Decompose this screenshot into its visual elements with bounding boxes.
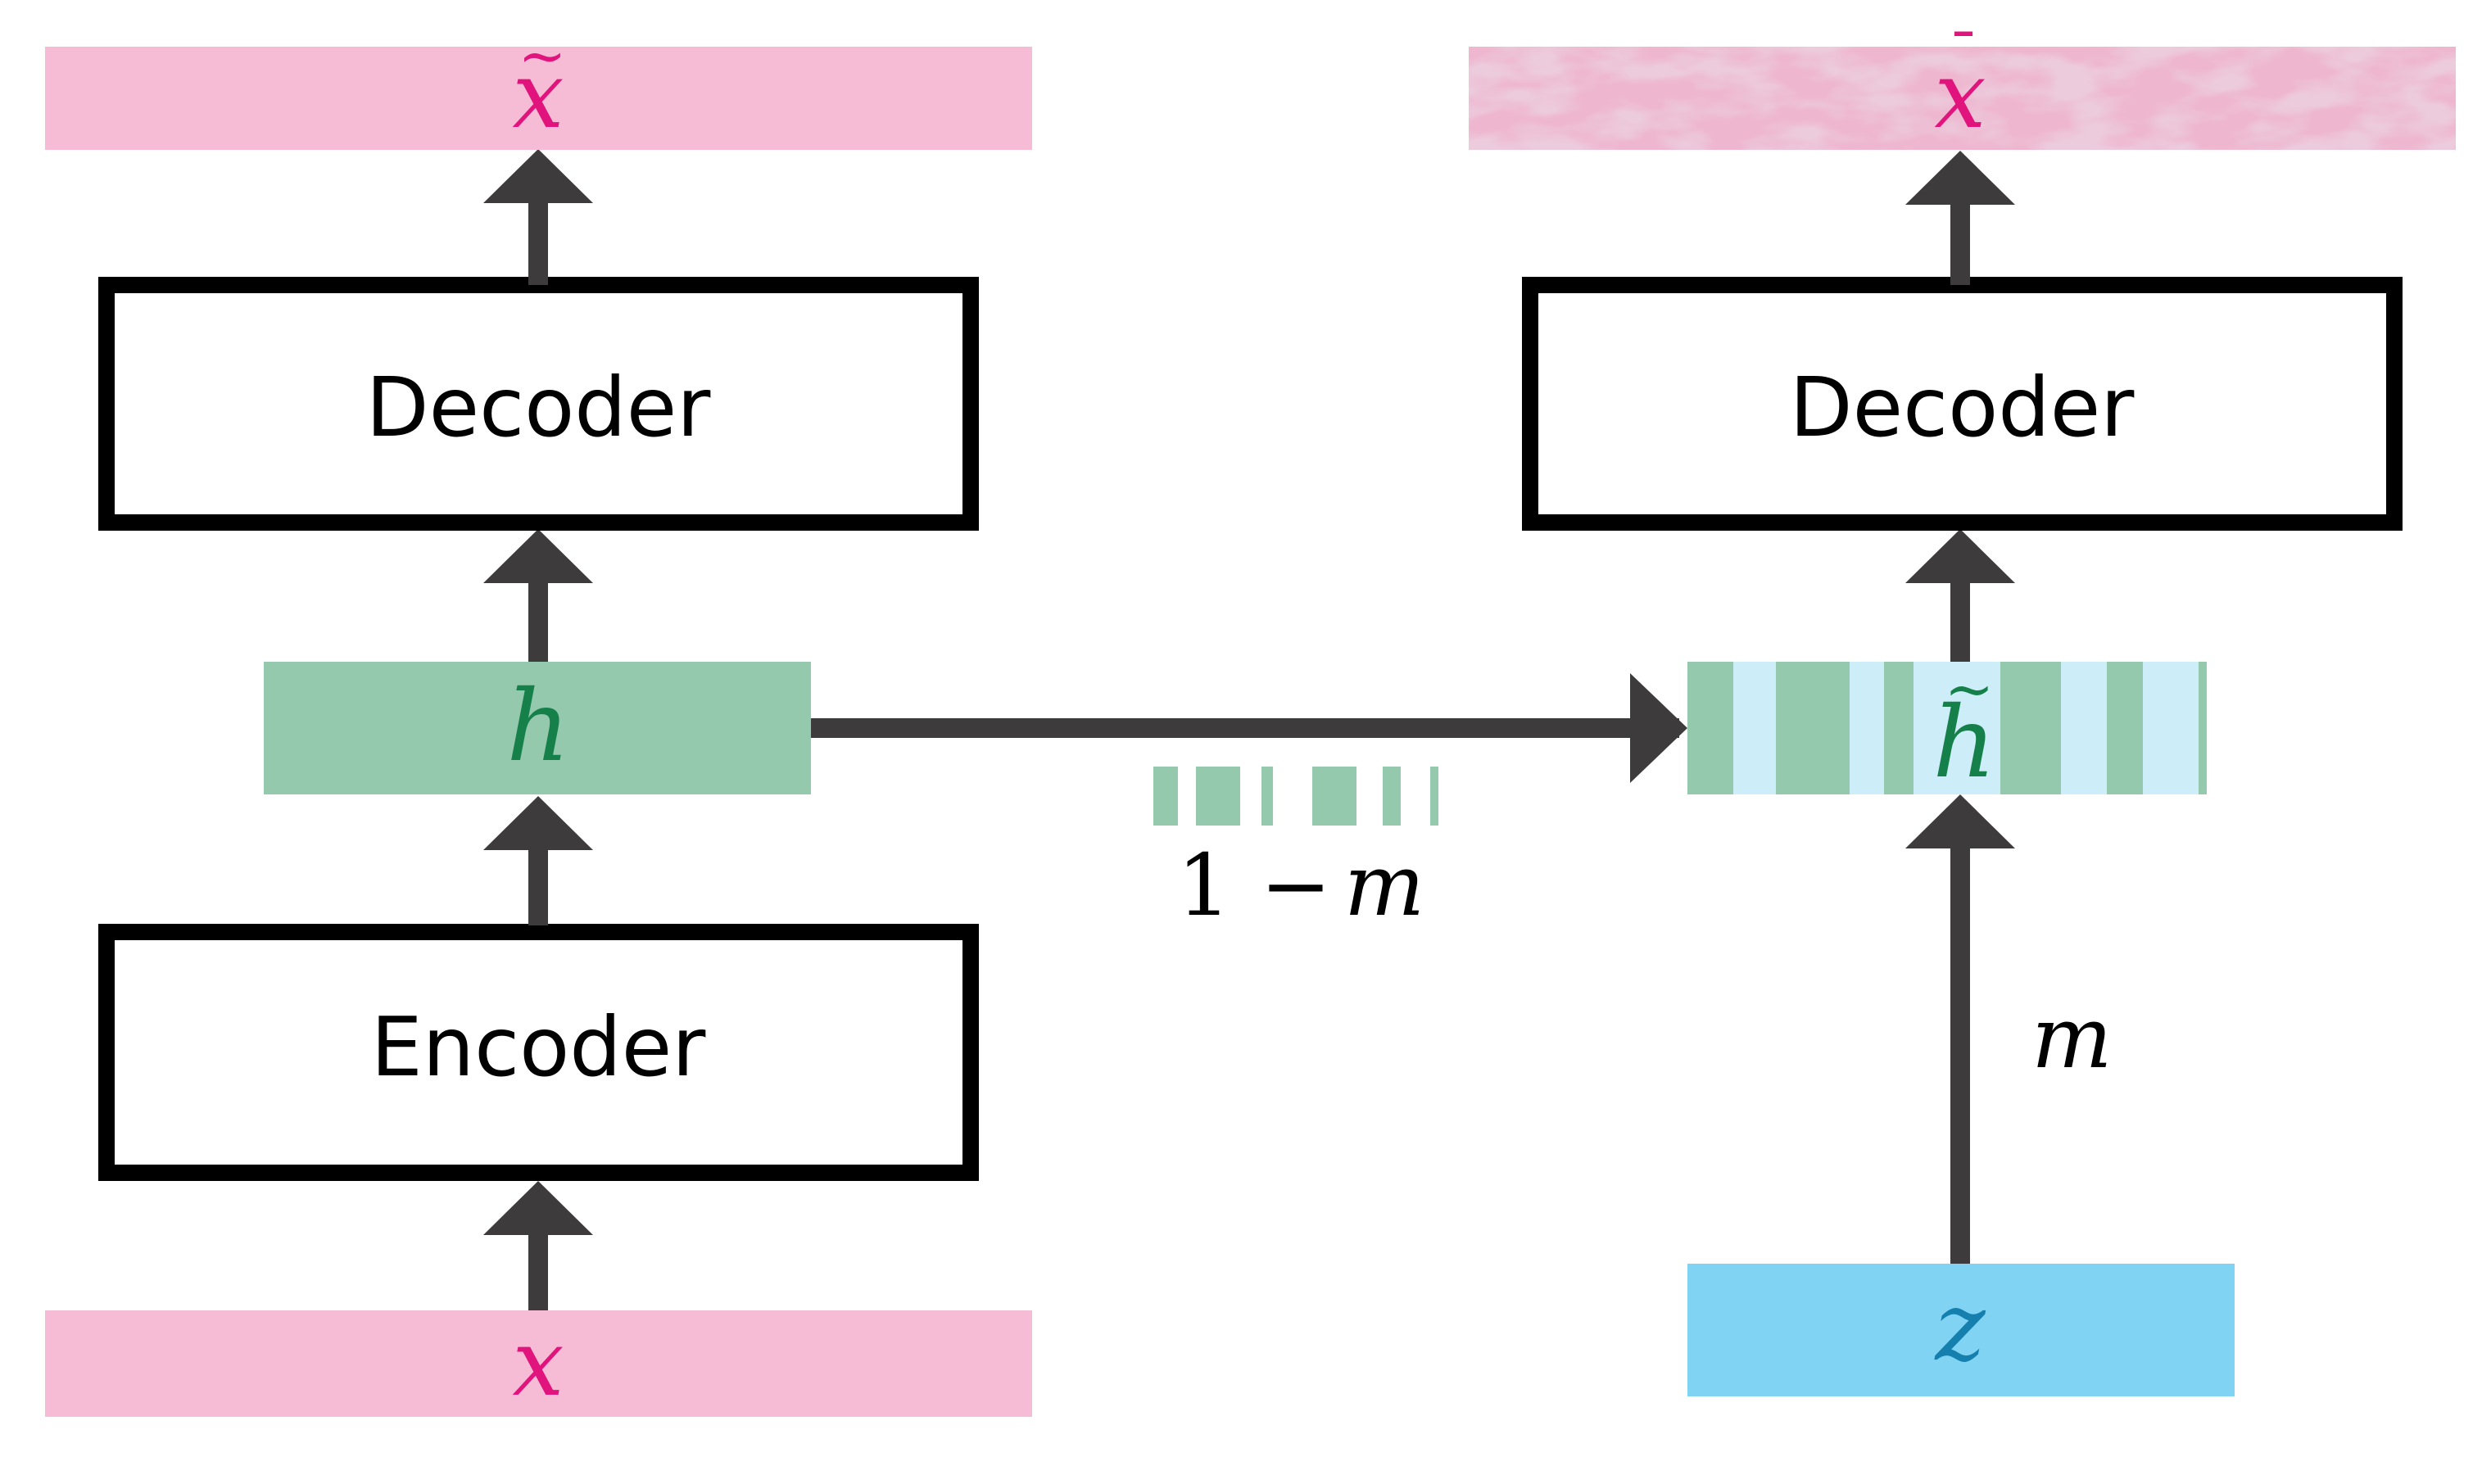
generated-label: x bbox=[1934, 43, 1986, 149]
mask-m: m bbox=[1344, 835, 1425, 935]
mask-minus: − bbox=[1260, 835, 1331, 935]
arrow-mixed-to-decoder bbox=[1905, 529, 2015, 662]
decoder-left-label: Decoder bbox=[366, 360, 712, 455]
generated-bar-accent: ¯ bbox=[1948, 20, 1979, 93]
mask-m-label: m bbox=[2031, 988, 2113, 1088]
mask-stripe bbox=[2107, 662, 2143, 794]
decoder-box-left: Decoder bbox=[98, 277, 979, 531]
complement-mask-label: 1 − m bbox=[1177, 835, 1424, 935]
arrow-latent-to-decoder bbox=[483, 529, 593, 662]
noise-z-bar: z bbox=[1687, 1264, 2235, 1396]
reconstruction-tilde: ~ bbox=[519, 22, 567, 89]
reconstruction-label: x bbox=[512, 43, 564, 149]
decoder-box-right: Decoder bbox=[1522, 277, 2403, 531]
mask-stripe bbox=[1776, 662, 1850, 794]
decoder-right-label: Decoder bbox=[1790, 360, 2135, 455]
mask-stripe bbox=[1687, 662, 1733, 794]
complement-mask-strip bbox=[1153, 767, 1438, 826]
encoder-label: Encoder bbox=[371, 999, 707, 1095]
reconstruction-bar: x ~ bbox=[45, 22, 1032, 150]
latent-h-bar: h bbox=[264, 662, 811, 794]
input-x-label: x bbox=[512, 1310, 564, 1417]
encoder-box: Encoder bbox=[98, 924, 979, 1181]
input-x-bar: x bbox=[45, 1310, 1032, 1417]
mask-one: 1 bbox=[1177, 835, 1231, 935]
mixed-latent-label: h bbox=[1932, 686, 1995, 800]
arrow-decoder-to-generated bbox=[1905, 151, 2015, 285]
arrow-noise-to-mixed bbox=[1905, 794, 2015, 1264]
mixed-latent-tilde: ~ bbox=[1945, 654, 1994, 723]
arrow-decoder-to-reconstruction bbox=[483, 149, 593, 285]
arrow-encoder-to-latent bbox=[483, 796, 593, 925]
noise-z-label: z bbox=[1933, 1272, 1986, 1382]
mask-stripe bbox=[1884, 662, 1914, 794]
latent-h-label: h bbox=[506, 670, 569, 784]
generated-bar: x ¯ bbox=[1469, 20, 2456, 150]
mask-stripe bbox=[2000, 662, 2061, 794]
arrow-input-to-encoder bbox=[483, 1181, 593, 1310]
mask-stripe bbox=[2199, 662, 2207, 794]
mixed-latent-bar: h ~ bbox=[1687, 654, 2207, 800]
arrow-latent-to-mixed bbox=[811, 673, 1687, 783]
